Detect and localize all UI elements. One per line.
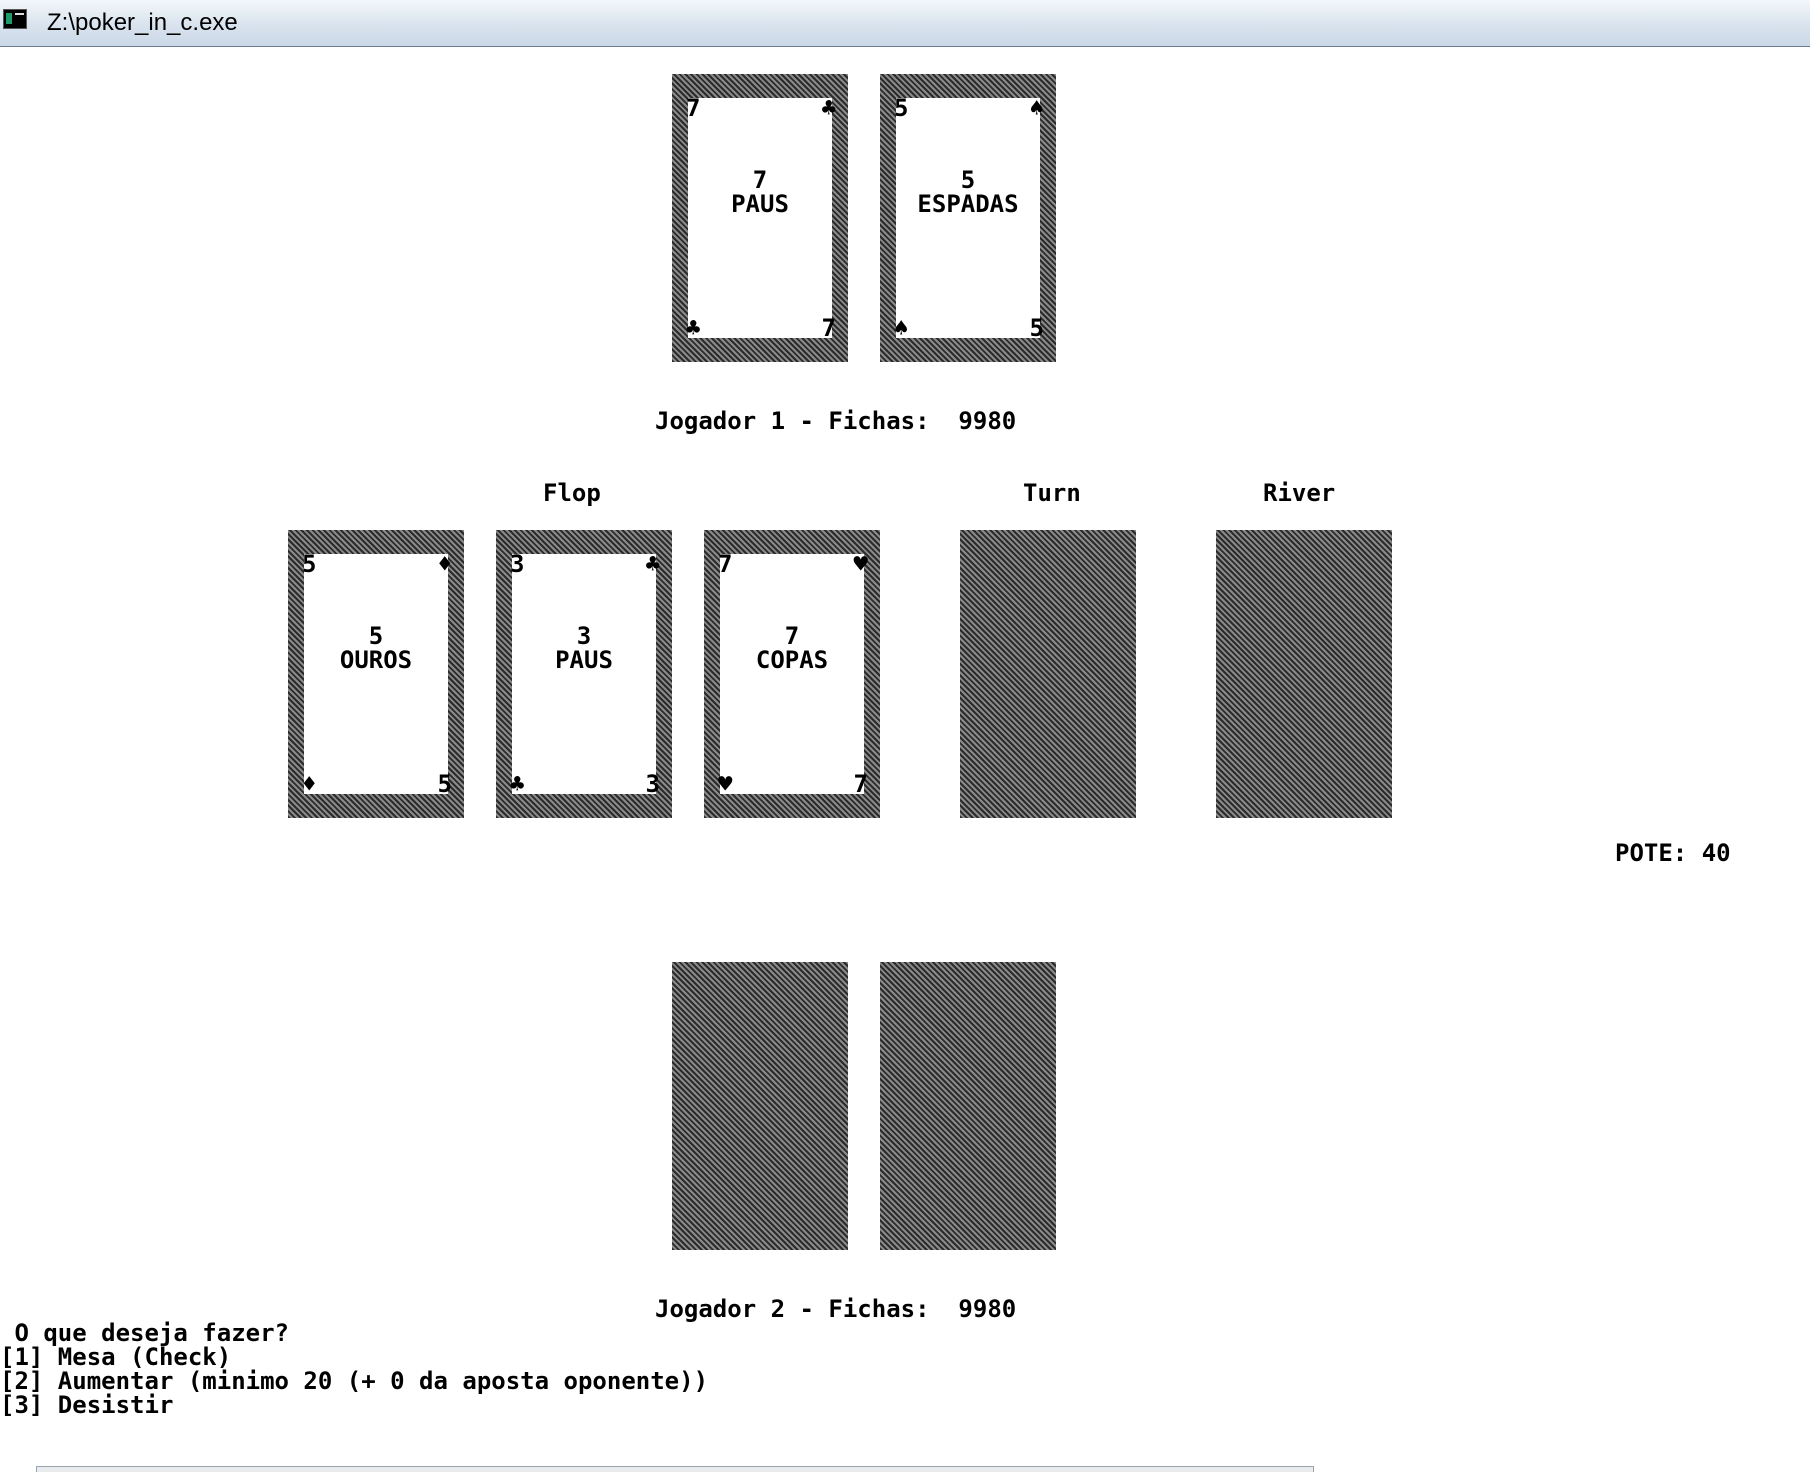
card-rank-bottom: 7 [853,770,868,798]
console-app-icon [3,9,27,29]
option-check[interactable]: [1] Mesa (Check) [0,1343,232,1371]
player1-card-2: 5 ♠ 5 ESPADAS ♠ 5 [880,74,1056,362]
card-rank-top: 5 [302,550,317,578]
player1-card-1: 7 ♣ 7 PAUS ♣ 7 [672,74,848,362]
window-title: Z:\poker_in_c.exe [47,9,238,36]
heart-icon: ♥ [853,550,868,578]
card-rank-center: 5 [960,166,976,194]
option-raise[interactable]: [2] Aumentar (minimo 20 (+ 0 da aposta o… [0,1367,709,1395]
flop-label: Flop [543,479,601,507]
diamond-icon: ♦ [437,550,452,578]
action-prompt-question: O que deseja fazer? [0,1319,289,1347]
turn-label: Turn [1023,479,1081,507]
card-rank-top: 7 [686,94,701,122]
card-suit-name: OUROS [339,646,413,674]
pot-label: POTE: 40 [1615,839,1731,867]
horizontal-scrollbar[interactable] [36,1466,1314,1472]
card-rank-center: 3 [576,622,592,650]
card-center: 7 COPAS [704,624,880,672]
card-rank-bottom: 5 [1029,314,1044,342]
card-face [896,98,1040,338]
spade-icon: ♠ [894,314,909,342]
option-fold[interactable]: [3] Desistir [0,1391,174,1419]
club-icon: ♣ [645,550,660,578]
card-face [720,554,864,794]
turn-card-back [960,530,1136,818]
player2-card-2-back [880,962,1056,1250]
card-rank-center: 7 [784,622,800,650]
card-center: 5 OUROS [288,624,464,672]
card-face [304,554,448,794]
card-rank-bottom: 5 [437,770,452,798]
club-icon: ♣ [510,770,525,798]
club-icon: ♣ [686,314,701,342]
river-card-back [1216,530,1392,818]
player2-card-1-back [672,962,848,1250]
card-rank-bottom: 7 [821,314,836,342]
card-suit-name: PAUS [731,190,789,218]
card-rank-bottom: 3 [645,770,660,798]
diamond-icon: ♦ [302,770,317,798]
card-face [688,98,832,338]
card-rank-top: 3 [510,550,525,578]
card-center: 7 PAUS [672,168,848,216]
player1-chips-label: Jogador 1 - Fichas: 9980 [655,407,1017,435]
card-rank-top: 7 [718,550,733,578]
spade-icon: ♠ [1029,94,1044,122]
club-icon: ♣ [821,94,836,122]
card-suit-name: ESPADAS [917,190,1019,218]
window-title-bar[interactable]: Z:\poker_in_c.exe [0,0,1810,47]
heart-icon: ♥ [718,770,733,798]
card-rank-center: 5 [368,622,384,650]
card-rank-top: 5 [894,94,909,122]
flop-card-3: 7 ♥ 7 COPAS ♥ 7 [704,530,880,818]
flop-card-2: 3 ♣ 3 PAUS ♣ 3 [496,530,672,818]
card-face [512,554,656,794]
card-center: 5 ESPADAS [880,168,1056,216]
card-rank-center: 7 [752,166,768,194]
card-suit-name: COPAS [755,646,829,674]
flop-card-1: 5 ♦ 5 OUROS ♦ 5 [288,530,464,818]
card-center: 3 PAUS [496,624,672,672]
player2-chips-label: Jogador 2 - Fichas: 9980 [655,1295,1017,1323]
river-label: River [1263,479,1336,507]
card-suit-name: PAUS [555,646,613,674]
